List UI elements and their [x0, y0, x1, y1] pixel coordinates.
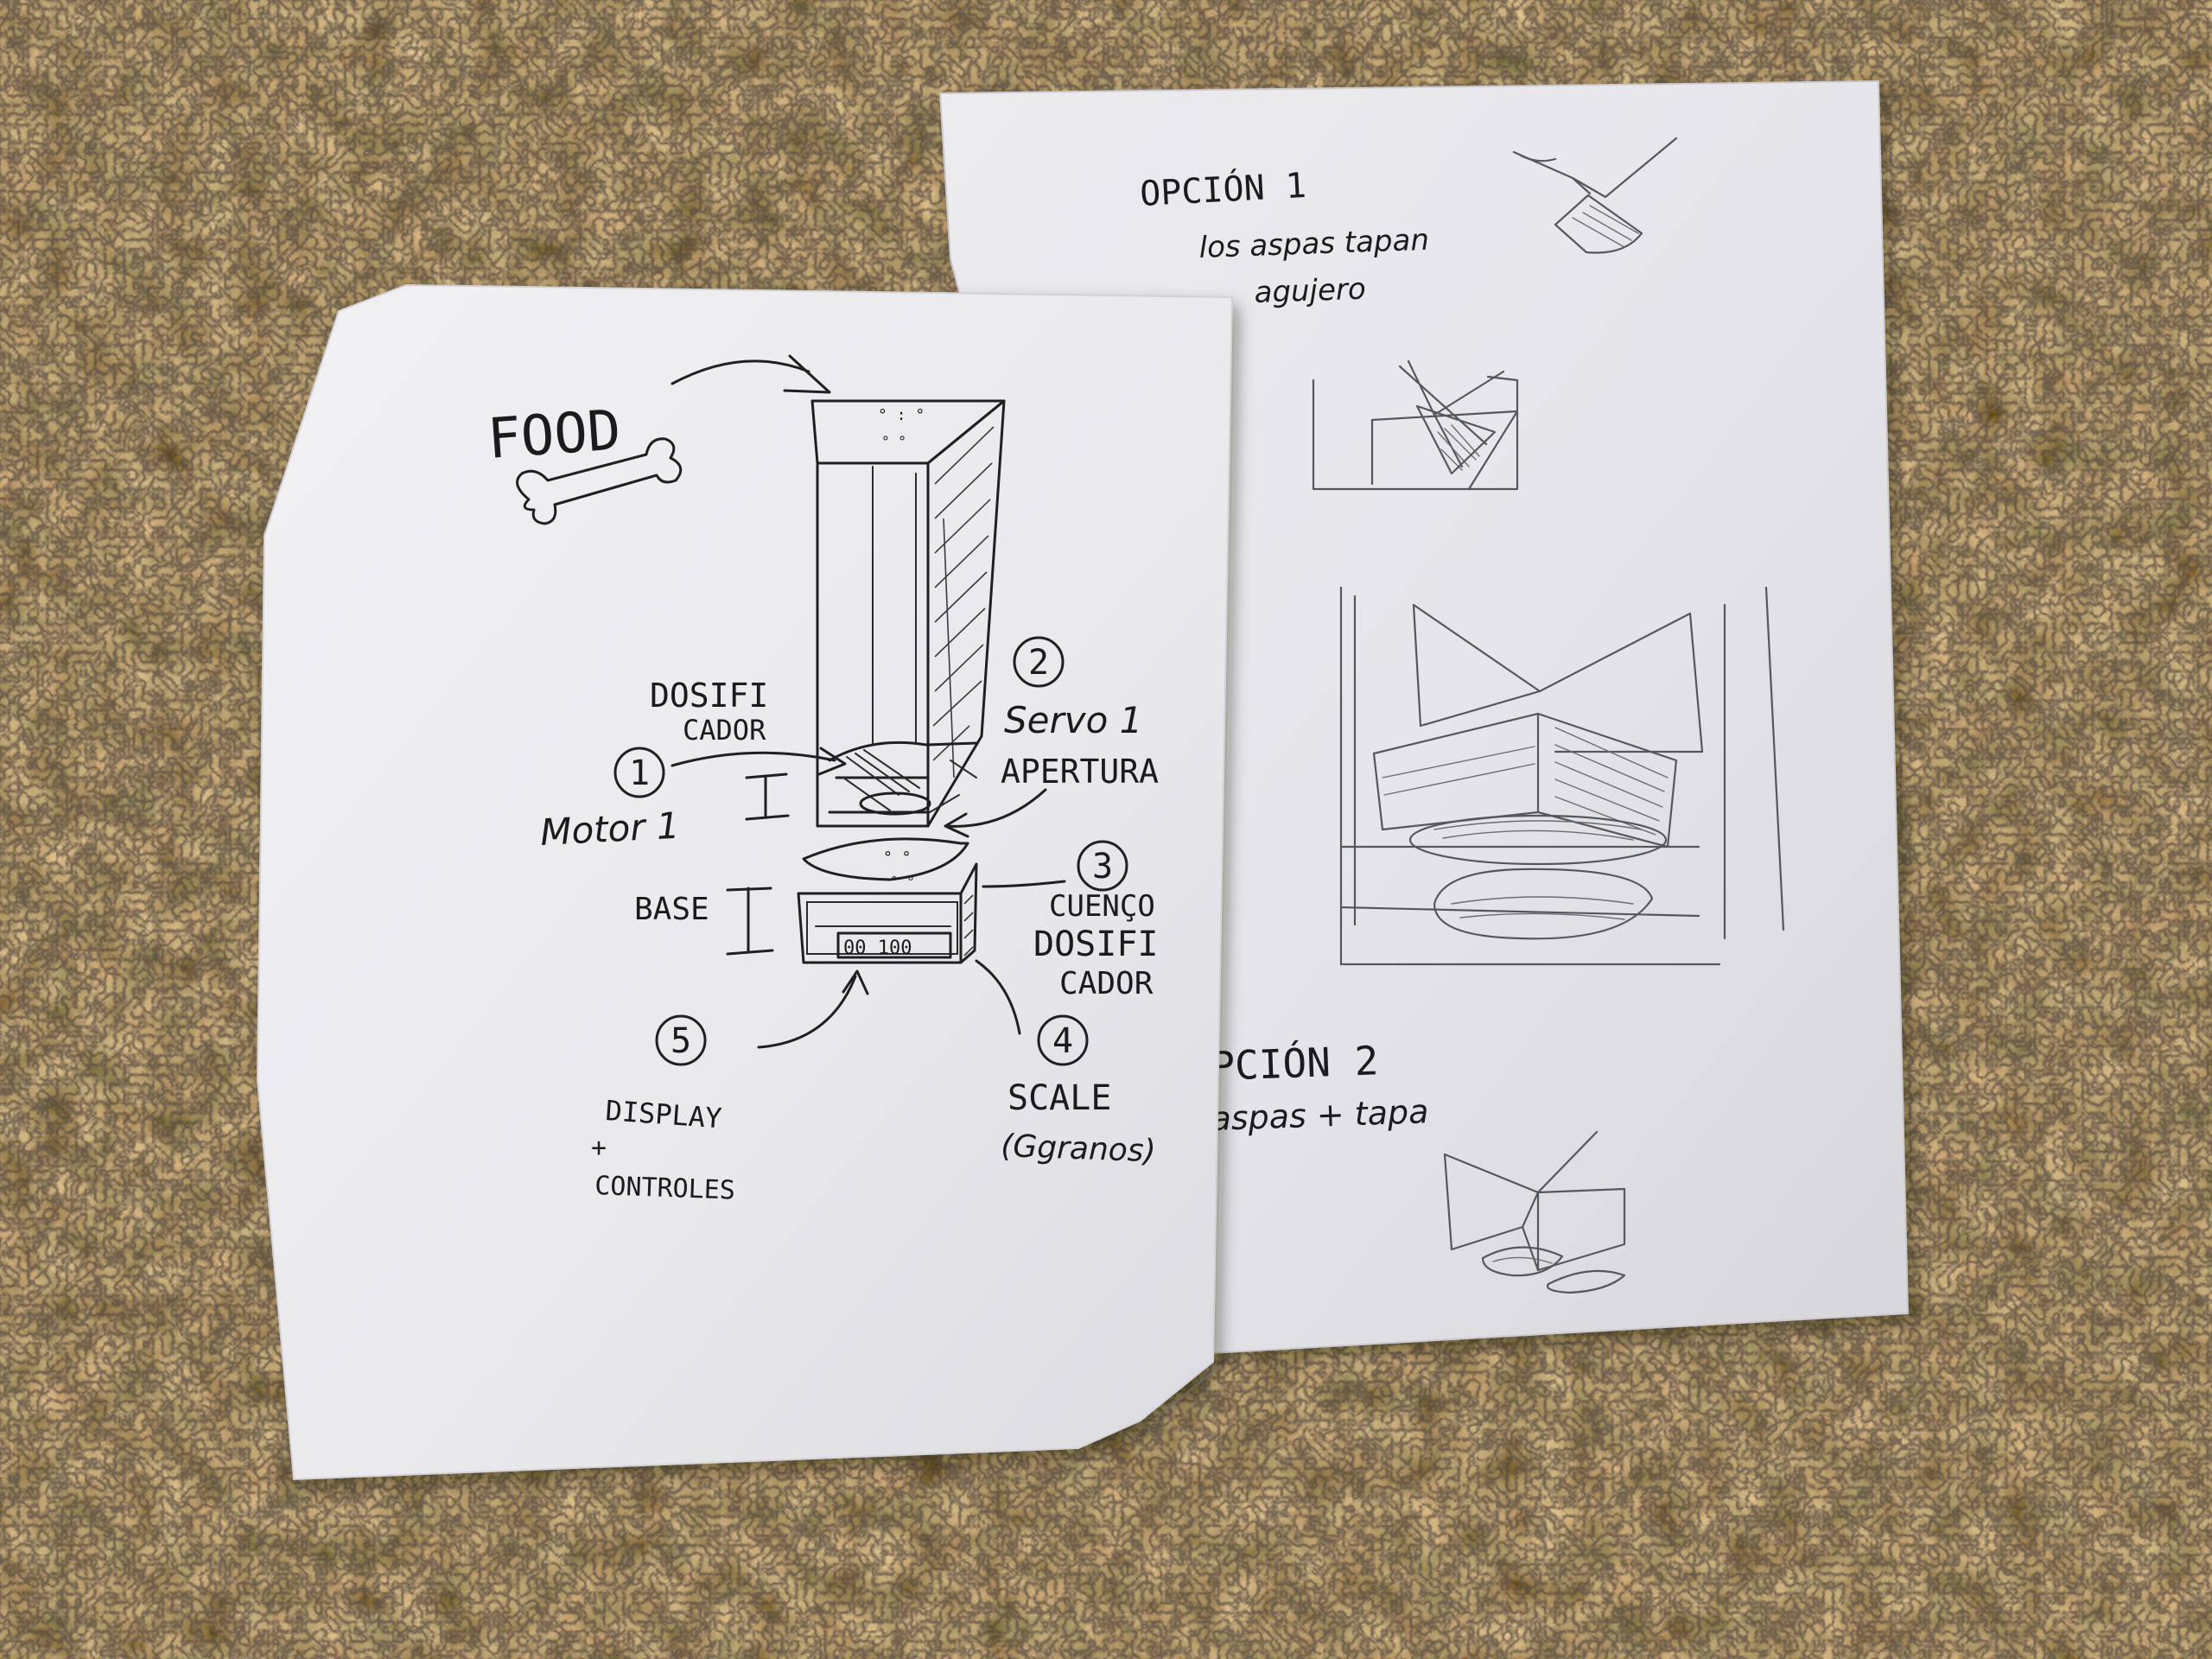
- option1-title: OPCIÓN 1: [1139, 164, 1307, 214]
- marker-4: 4: [1037, 1014, 1089, 1066]
- cuenco-label-line3: CADOR: [1059, 966, 1154, 1001]
- option1-desc-line1: los aspas tapan: [1198, 223, 1430, 265]
- option1-desc-line2: agujero: [1254, 272, 1366, 310]
- dosificador-label-line2: CADOR: [683, 714, 766, 747]
- servo-label-line2: APERTURA: [1001, 753, 1159, 791]
- option1-box-sketch: [1312, 359, 1519, 491]
- option2-desc: aspas + tapa: [1211, 1092, 1429, 1138]
- dosificador-label-line1: DOSIFI: [650, 677, 768, 715]
- scale-label-line2: (Ggranos): [1001, 1128, 1157, 1169]
- food-label: FOOD: [486, 398, 623, 472]
- option1-detail-sketch: [1339, 586, 1785, 966]
- marker-1: 1: [613, 747, 665, 798]
- display-label-line2: +: [591, 1133, 607, 1163]
- cuenco-label-line1: CUENÇO: [1049, 889, 1155, 924]
- scale-display-readout: 00 100: [843, 938, 912, 959]
- marker-3: 3: [1077, 840, 1128, 892]
- svg-text:° °: ° °: [890, 874, 915, 890]
- svg-text:1: 1: [629, 753, 650, 793]
- servo-label-line1: Servo 1: [1004, 699, 1142, 741]
- svg-text:3: 3: [1092, 847, 1113, 887]
- svg-text:∘ ∘: ∘ ∘: [881, 429, 906, 446]
- scale-label-line1: SCALE: [1007, 1078, 1111, 1118]
- cuenco-label-line2: DOSIFI: [1033, 925, 1159, 964]
- left-sketch-sheet: FOOD ° : ° ∘ ∘: [256, 283, 1234, 1481]
- food-hopper-sketch: ° : ° ∘ ∘ ° °: [797, 399, 1006, 964]
- option2-title: PCIÓN 2: [1210, 1037, 1379, 1090]
- svg-text:2: 2: [1028, 643, 1049, 683]
- svg-text:5: 5: [671, 1021, 691, 1061]
- bone-icon: [516, 437, 683, 525]
- svg-text:4: 4: [1052, 1021, 1073, 1061]
- svg-text:° °: ° °: [883, 849, 912, 867]
- marker-5: 5: [655, 1014, 707, 1066]
- display-label-line1: DISPLAY: [604, 1094, 722, 1135]
- propeller-sketch-small: [1512, 137, 1678, 254]
- motor-label: Motor 1: [539, 804, 681, 854]
- marker-2: 2: [1013, 636, 1065, 688]
- option2-sketch: [1443, 1130, 1626, 1294]
- svg-text:° : °: ° : °: [878, 406, 925, 424]
- base-label: BASE: [634, 892, 709, 927]
- display-label-line3: CONTROLES: [594, 1171, 736, 1206]
